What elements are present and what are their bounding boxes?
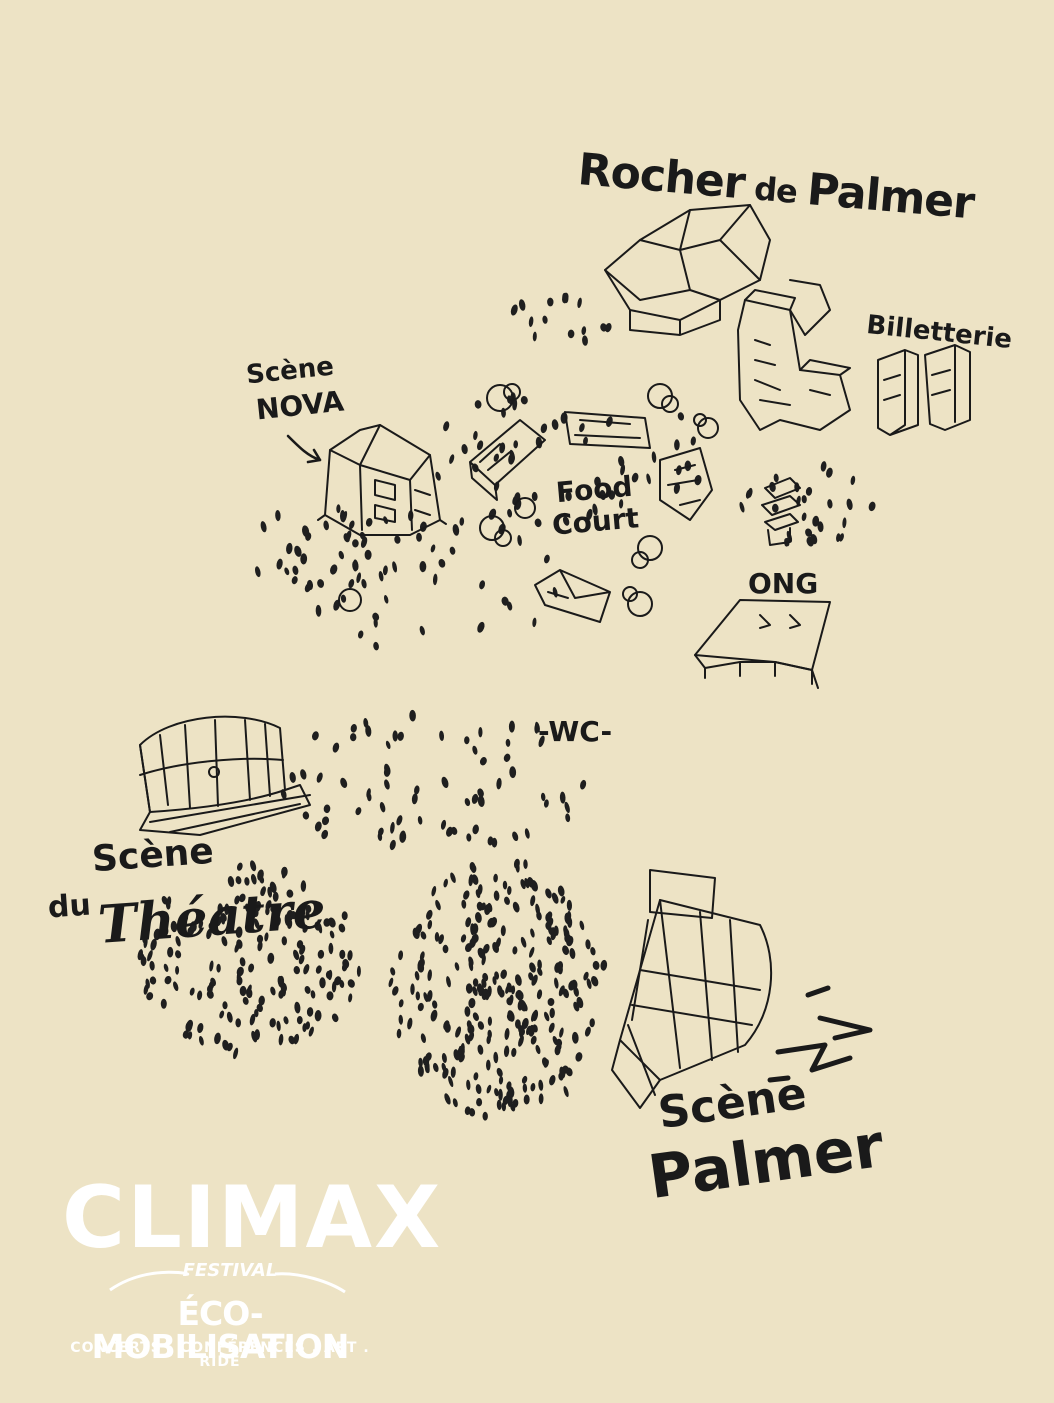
- rocher-building-icon: [604, 204, 851, 431]
- tree-icon: [338, 383, 719, 617]
- palmer-stage-icon: [611, 869, 773, 1109]
- climax-logo-swoosh-icon: [109, 1270, 346, 1294]
- theatre-stage-icon: [139, 715, 311, 836]
- climax-logo-subtitle: CONCERTS . CONFÉRENCES . ART . RIDE: [70, 1340, 370, 1370]
- climax-logo-festival: FESTIVAL: [182, 1260, 278, 1281]
- wc-label: -WC-: [538, 715, 613, 748]
- ticket-booth-icon: [877, 344, 971, 436]
- crowd-icon: [137, 292, 876, 1121]
- climax-logo-tagline: ÉCO-MOBILISATION: [91, 1294, 350, 1366]
- kiosk-icon: [761, 477, 801, 546]
- scene-theatre-label-line2: Théatre: [96, 879, 328, 956]
- climax-logo-name: CLIMAX: [62, 1168, 443, 1268]
- scene-theatre-label-du: du: [46, 887, 92, 926]
- food-court-label-line2: Court: [550, 501, 641, 542]
- food-truck-icon: [469, 411, 713, 623]
- ong-tent-icon: [694, 599, 831, 689]
- scene-theatre-label-line1: Scène: [90, 830, 215, 881]
- ong-label: ONG: [748, 567, 819, 600]
- scene-nova-building-icon: [317, 424, 447, 536]
- arrow-icon: [286, 434, 322, 464]
- sound-lines-icon: [767, 985, 873, 1083]
